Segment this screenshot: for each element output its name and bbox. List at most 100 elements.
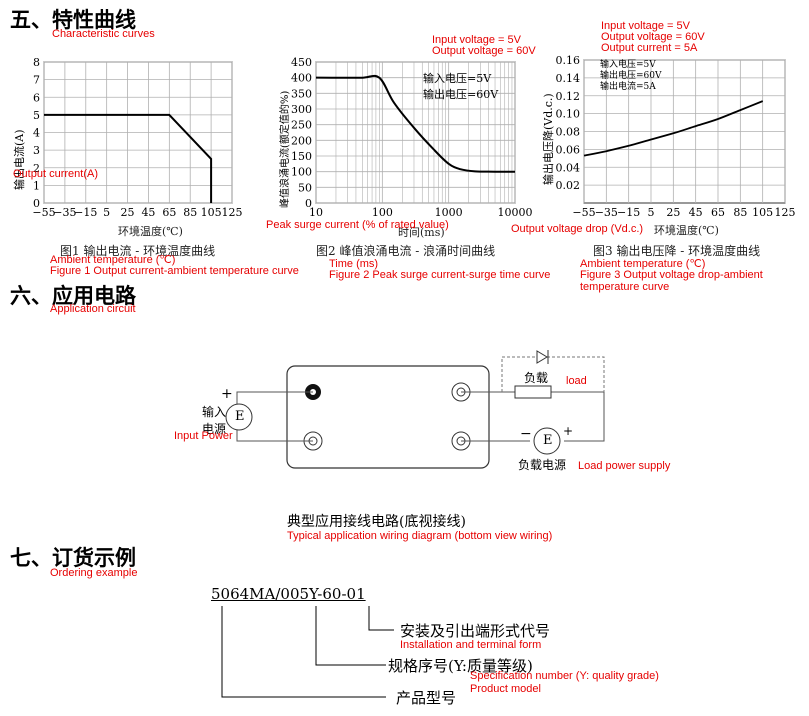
y-tick-label: 300 bbox=[291, 103, 312, 116]
x-tick-label: −35 bbox=[53, 206, 76, 219]
x-tick-label: 105 bbox=[752, 206, 773, 219]
figure1-caption-en: Figure 1 Output current-ambient temperat… bbox=[50, 265, 299, 277]
x-tick-label: 45 bbox=[689, 206, 703, 219]
ordering-item-installation-form: 安装及引出端形式代号 bbox=[400, 622, 551, 640]
x-tick-label: 85 bbox=[183, 206, 197, 219]
circuit-caption-en: Typical application wiring diagram (bott… bbox=[287, 530, 553, 542]
y-tick-label: 0.08 bbox=[556, 126, 581, 139]
section-title-application-circuit: 六、应用电路 bbox=[10, 284, 136, 308]
x-tick-label: 1000 bbox=[435, 206, 463, 219]
figure2-tick-labels: 10 100 1000 10000 0 50 100 150 200 250 300 350 400 45… bbox=[291, 56, 533, 219]
figure2-caption: 图2 峰值浪涌电流 - 浪涌时间曲线 bbox=[316, 244, 496, 258]
ordering-item-installation-form-en: Installation and terminal form bbox=[400, 639, 542, 651]
y-tick-label: 200 bbox=[291, 134, 312, 147]
figure2-ylabel-en: Peak surge current (% of rated value) bbox=[266, 219, 449, 231]
y-tick-label: 3 bbox=[33, 144, 40, 157]
ordering-model-code: 5064MA/005Y-60-01 bbox=[211, 585, 366, 603]
figure3-ylabel-en: Output voltage drop (Vd.c.) bbox=[511, 223, 644, 235]
figure2-xlabel-en: Time (ms) bbox=[329, 258, 379, 270]
y-tick-label: 150 bbox=[291, 150, 312, 163]
x-tick-label: 65 bbox=[162, 206, 176, 219]
y-tick-label: 6 bbox=[33, 91, 40, 104]
y-tick-label: 0.06 bbox=[556, 143, 581, 156]
figure3-legend-line1-en: Input voltage = 5V bbox=[601, 20, 690, 32]
section-title-ordering-example: 七、订货示例 bbox=[10, 546, 136, 570]
figure3-legend-line1: 输入电压=5V bbox=[600, 60, 656, 70]
figure3-legend-line2: 输出电压=60V bbox=[600, 71, 662, 81]
ordering-item-product-model: 产品型号 bbox=[396, 689, 457, 707]
load-label: 负载 bbox=[524, 371, 549, 385]
y-tick-label: 0.04 bbox=[556, 161, 581, 174]
y-tick-label: 0 bbox=[305, 197, 312, 210]
load-plus-sign: + bbox=[563, 424, 574, 438]
y-tick-label: 350 bbox=[291, 87, 312, 100]
y-tick-label: 100 bbox=[291, 166, 312, 179]
input-source-letter: E bbox=[235, 409, 245, 424]
input-power-en: Input Power bbox=[174, 430, 233, 442]
y-tick-label: 0 bbox=[33, 197, 40, 210]
figure2-grid bbox=[315, 61, 516, 204]
ordering-item-specification: 规格序号(Y:质量等级) bbox=[388, 657, 533, 675]
x-tick-label: 10 bbox=[309, 206, 323, 219]
x-tick-label: 25 bbox=[666, 206, 680, 219]
figure2-legend-line2-en: Output voltage = 60V bbox=[432, 45, 536, 57]
ordering-item-specification-en: Specification number (Y: quality grade) bbox=[470, 670, 659, 682]
y-tick-label: 0.02 bbox=[556, 179, 581, 192]
figure2-legend-line1: 输入电压=5V bbox=[423, 72, 492, 85]
y-tick-label: 50 bbox=[298, 181, 312, 194]
x-tick-label: 25 bbox=[121, 206, 135, 219]
figure3-legend-line3-en: Output current = 5A bbox=[601, 42, 698, 54]
figure1-curve bbox=[44, 113, 213, 203]
load-source-letter: E bbox=[543, 433, 553, 448]
circuit-caption: 典型应用接线电路(底视接线) bbox=[287, 514, 466, 530]
figure3-caption-en: Figure 3 Output voltage drop-ambient tem… bbox=[580, 269, 763, 293]
x-tick-label: 85 bbox=[733, 206, 747, 219]
figure1-caption: 图1 输出电流 - 环境温度曲线 bbox=[60, 244, 216, 258]
figure1-xlabel: 环境温度(℃) bbox=[118, 225, 183, 238]
input-source-symbol bbox=[225, 403, 253, 431]
figure3-xlabel-en: Ambient temperature (℃) bbox=[580, 258, 706, 270]
figure3-curve bbox=[583, 100, 764, 157]
figure2-legend-line1-en: Input voltage = 5V bbox=[432, 34, 521, 46]
section-subtitle-application-circuit: Application circuit bbox=[50, 303, 136, 315]
figure2-caption-en: Figure 2 Peak surge current-surge time c… bbox=[329, 269, 551, 281]
section-subtitle-ordering-example: Ordering example bbox=[50, 567, 138, 579]
module-body bbox=[286, 365, 490, 469]
x-tick-label: 45 bbox=[141, 206, 155, 219]
x-tick-label: 105 bbox=[201, 206, 222, 219]
x-tick-label: −15 bbox=[617, 206, 640, 219]
load-supply-en: Load power supply bbox=[578, 460, 671, 472]
y-tick-label: 8 bbox=[33, 56, 40, 69]
figure2-xlabel: 时间(ms) bbox=[398, 226, 445, 239]
x-tick-label: 5 bbox=[103, 206, 110, 219]
figure1-grid bbox=[43, 61, 233, 204]
y-tick-label: 400 bbox=[291, 72, 312, 85]
y-tick-label: 2 bbox=[33, 162, 40, 175]
x-tick-label: 125 bbox=[222, 206, 243, 219]
figure1-xlabel-en: Ambient temperature (℃) bbox=[50, 254, 176, 266]
x-tick-label: −55 bbox=[572, 206, 595, 219]
ordering-item-product-model-en: Product model bbox=[470, 683, 541, 695]
y-tick-label: 250 bbox=[291, 119, 312, 132]
figure3-legend-line2-en: Output voltage = 60V bbox=[601, 31, 705, 43]
y-tick-label: 7 bbox=[33, 74, 40, 87]
figure2-legend-line2: 输出电压=60V bbox=[423, 88, 499, 101]
x-tick-label: 10000 bbox=[498, 206, 533, 219]
x-tick-label: 5 bbox=[648, 206, 655, 219]
load-minus-sign: − bbox=[520, 426, 532, 442]
diode-wire bbox=[501, 356, 605, 392]
y-tick-label: 450 bbox=[291, 56, 312, 69]
x-tick-label: −15 bbox=[74, 206, 97, 219]
figure1-ylabel-en: Output current(A) bbox=[13, 168, 98, 180]
input-label-line2: 电源 bbox=[202, 422, 227, 436]
figure3-xlabel: 环境温度(℃) bbox=[654, 224, 719, 237]
y-tick-label: 0.16 bbox=[556, 54, 581, 67]
diode-symbol bbox=[536, 350, 548, 364]
x-tick-label: 100 bbox=[372, 206, 393, 219]
